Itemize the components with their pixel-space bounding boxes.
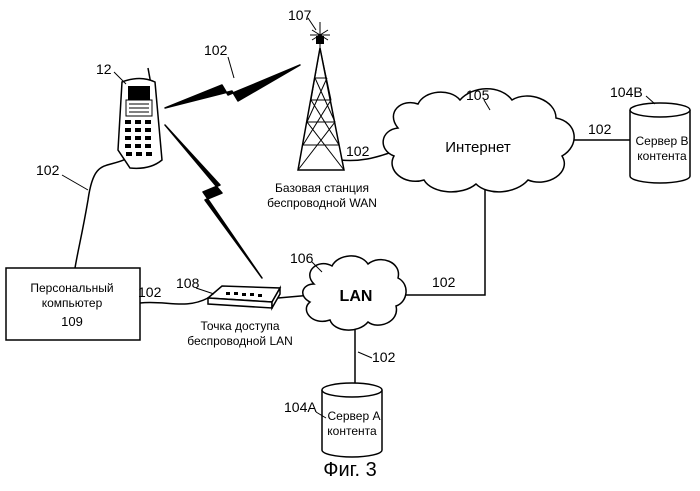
link-ref-lan-servera: 102 (372, 349, 396, 365)
link-ref-phone-pc-leader (62, 175, 88, 190)
pc-ref: 109 (61, 314, 83, 329)
pc-label-2: компьютер (42, 296, 103, 310)
server-b-ref: 104B (610, 84, 643, 100)
base-station-label-1: Базовая станция (275, 181, 369, 195)
antenna-ref: 107 (288, 7, 312, 23)
access-point-label-2: беспроводной LAN (187, 334, 293, 348)
access-point-ref-leader (196, 288, 214, 294)
server-b-label-2: контента (637, 149, 687, 163)
base-station-label-2: беспроводной WAN (267, 196, 377, 210)
link-ref-tower-internet: 102 (346, 143, 370, 159)
server-a-label-2: контента (327, 424, 377, 438)
link-ref-pc-ap: 102 (138, 284, 162, 300)
link-ref-lan-internet: 102 (432, 274, 456, 290)
access-point-label-1: Точка доступа (200, 319, 279, 333)
antenna-ref-leader (308, 18, 316, 30)
link-ref-lan-servera-leader (358, 352, 372, 358)
server-a-ref: 104A (284, 399, 317, 415)
cell-tower-icon (298, 22, 344, 170)
pc-label-1: Персональный (30, 281, 113, 295)
figure-caption: Фиг. 3 (323, 459, 376, 481)
server-a-label-1: Сервер А (328, 409, 381, 423)
lan-ref: 106 (290, 250, 314, 266)
access-point-ref: 108 (176, 275, 200, 291)
internet-ref: 105 (466, 87, 490, 103)
phone-ref-leader (114, 72, 126, 84)
wireless-link-phone-ap (165, 125, 262, 278)
access-point-icon (208, 286, 280, 308)
lan-label: LAN (340, 288, 373, 305)
phone-ref: 12 (96, 61, 112, 77)
link-ref-phone-pc: 102 (36, 162, 60, 178)
link-ref-phone-tower: 102 (204, 42, 228, 58)
link-ref-internet-serverb: 102 (588, 121, 612, 137)
internet-label: Интернет (445, 139, 511, 156)
link-ref-phone-tower-leader (228, 57, 234, 78)
server-b-label-1: Сервер В (636, 134, 689, 148)
